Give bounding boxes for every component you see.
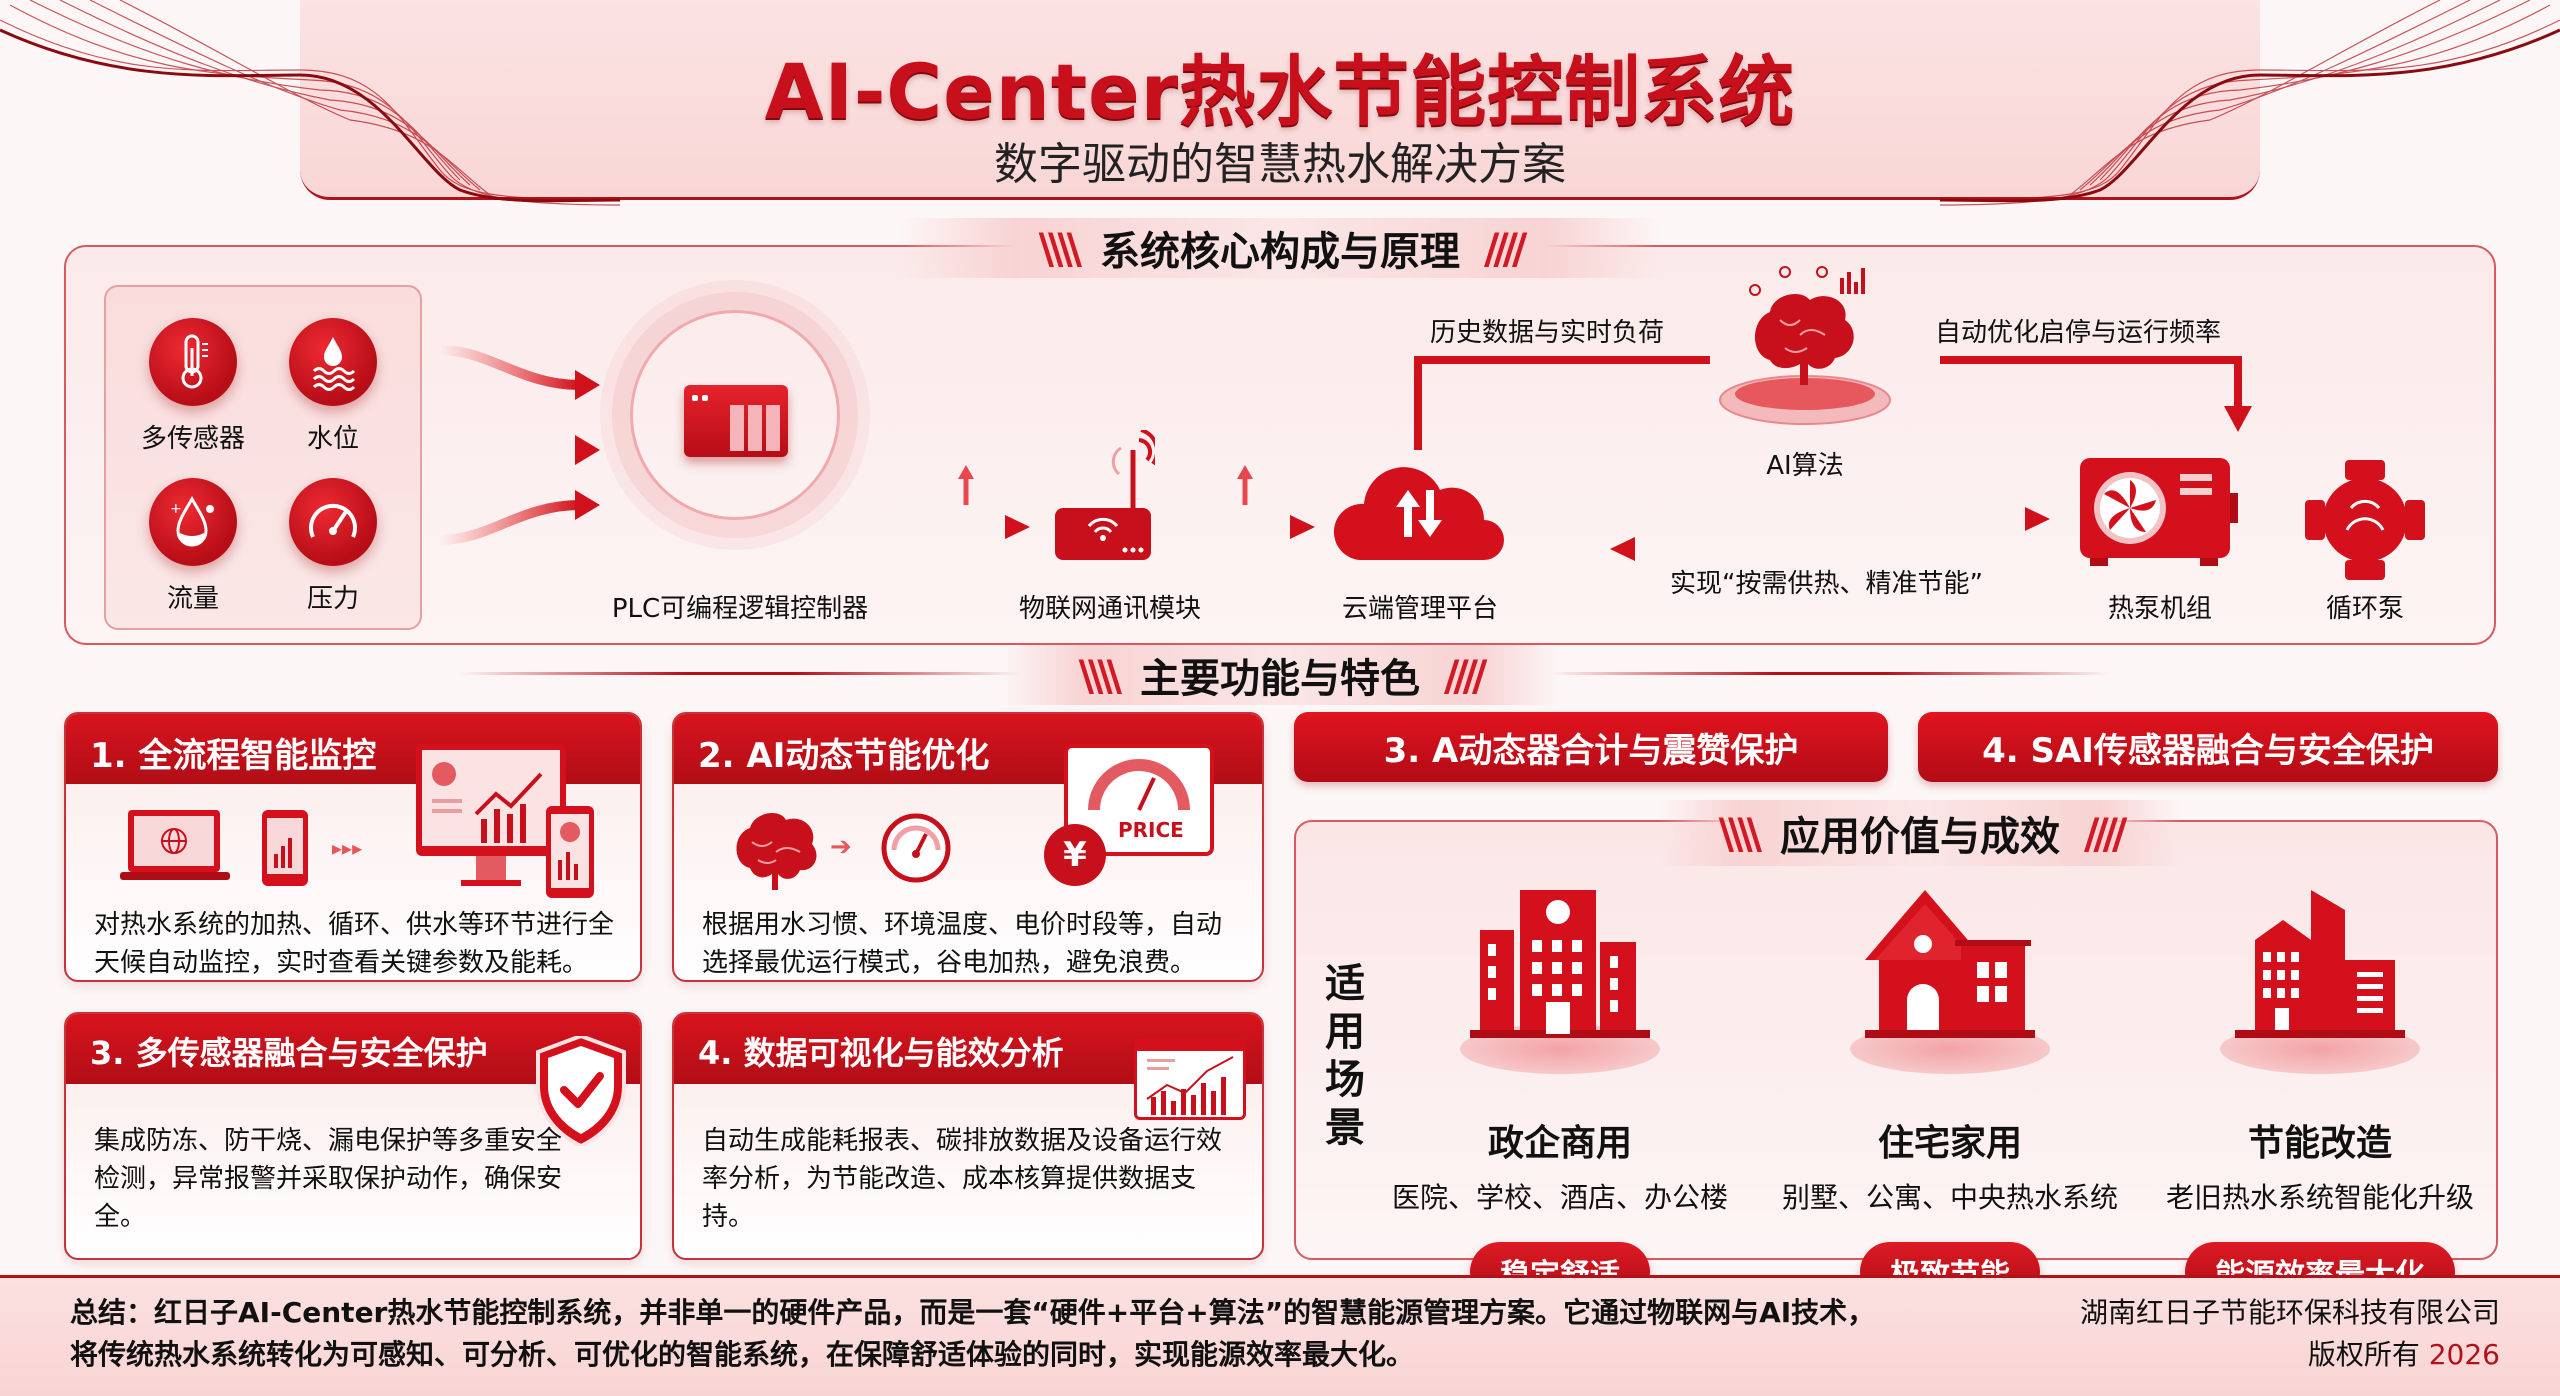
- card-description: 根据用水习惯、环境温度、电价时段等，自动选择最优运行模式，谷电加热，避免浪费。: [702, 910, 1223, 978]
- card-description: 集成防冻、防干烧、漏电保护等多重安全检测，异常报警并采取保护动作，确保安全。: [94, 1126, 563, 1232]
- plc-label: PLC可编程逻辑控制器: [611, 594, 869, 624]
- slash-decoration-icon: \\\\: [1078, 650, 1122, 700]
- cloud-to-ai-connector: [1414, 356, 1710, 450]
- company-name: 湖南红日子节能环保科技有限公司: [2079, 1296, 2500, 1329]
- arrow-right-icon: ➔: [830, 832, 852, 862]
- ai-label: AI算法: [1766, 451, 1844, 481]
- pressure-gauge-icon: [289, 478, 377, 566]
- card-description: 自动生成能耗报表、碳排放数据及设备运行效率分析，为节能改造、成本核算提供数据支持…: [702, 1126, 1223, 1232]
- circulation-pump-icon: [2305, 460, 2425, 580]
- page-subtitle: 数字驱动的智慧热水解决方案: [994, 139, 1566, 190]
- from-ai-flow-label: 自动优化启停与运行频率: [1935, 318, 2222, 348]
- sensor-multi: 多传感器: [128, 318, 258, 455]
- header-banner: [300, 0, 2260, 200]
- shield-check-icon: [536, 1033, 626, 1150]
- iot-gateway-icon: [1055, 428, 1160, 565]
- feature-tab-4[interactable]: 4. SAI传感器融合与安全保护: [1918, 712, 2498, 782]
- plc-ring: [630, 310, 840, 520]
- applicable-scenarios-label: 适用场景: [1325, 961, 1365, 1151]
- ai-to-heatpump-arrow: [1940, 356, 2252, 432]
- laptop-icon: [120, 810, 230, 894]
- plc-controller-icon: [684, 385, 788, 457]
- retrofit-building-icon: [2140, 890, 2500, 1044]
- cloud-platform-icon: [1330, 455, 1510, 565]
- cloud-label: 云端管理平台: [1341, 594, 1498, 624]
- water-level-icon: [289, 318, 377, 406]
- core-components-panel: [64, 245, 2496, 645]
- scene-retrofit: 节能改造 老旧热水系统智能化升级 能源效率最大化: [2140, 890, 2500, 1302]
- sensor-to-plc-arrows: [439, 345, 600, 545]
- feature-card-monitoring: 1. 全流程智能监控 ▸▸▸ 对热水系统的加热、循环、供水等环节进行全天候自动监…: [64, 712, 642, 982]
- slash-decoration-icon: ////: [1444, 650, 1487, 700]
- phone-icon: [262, 810, 308, 890]
- footer-band: [0, 1275, 2560, 1396]
- divider-line: [460, 672, 1020, 675]
- scene-residential: 住宅家用 别墅、公寓、中央热水系统 极致节能: [1770, 890, 2130, 1302]
- copyright: 版权所有 2026: [2307, 1338, 2500, 1371]
- application-section-heading: \\\\ 应用价值与成效 ////: [1660, 800, 2180, 866]
- office-building-icon: [1380, 890, 1740, 1044]
- svg-text:+: +: [170, 501, 182, 517]
- dashboard-monitor-icon: [416, 744, 616, 908]
- gauge-icon: [878, 810, 954, 890]
- circulation-pump-label: 循环泵: [2325, 594, 2404, 624]
- page-title: AI-Center热水节能控制系统: [764, 47, 1796, 136]
- iot-label: 物联网通讯模块: [1018, 594, 1201, 624]
- sensor-pressure: 压力: [268, 478, 398, 615]
- feature-card-ai-optimization: 2. AI动态节能优化 ➔ PRICE ¥ 根据用水习惯、环境温度、电价时段等，…: [672, 712, 1264, 982]
- summary-text: 总结：红日子AI-Center热水节能控制系统，并非单一的硬件产品，而是一套“硬…: [70, 1296, 1876, 1371]
- divider-line: [1550, 672, 2110, 675]
- feature-tab-3[interactable]: 3. A动态器合计与震赞保护: [1294, 712, 1888, 782]
- slash-decoration-icon: ////: [1484, 223, 1527, 273]
- slash-decoration-icon: ////: [2084, 808, 2127, 858]
- currency-yuan-icon: ¥: [1044, 824, 1106, 886]
- to-ai-flow-label: 历史数据与实时负荷: [1430, 318, 1665, 348]
- feature-card-visualization: 4. 数据可视化与能效分析 自动生成能耗报表、碳排放数据及设备运行效率分析，为节…: [672, 1012, 1264, 1260]
- bidirectional-flow-label: 实现“按需供热、精准节能”: [1670, 569, 1983, 599]
- brain-icon: [730, 808, 820, 896]
- forward-arrows-icon: ▸▸▸: [332, 836, 363, 860]
- decorative-wave-right: [1940, 0, 2560, 206]
- plc-to-iot-arrow: [900, 465, 1030, 539]
- scene-government-commercial: 政企商用 医院、学校、酒店、办公楼 稳定舒适: [1380, 890, 1740, 1302]
- heat-pump-label: 热泵机组: [2107, 594, 2212, 624]
- ai-brain-icon: [1700, 260, 1910, 430]
- feature-card-safety: 3. 多传感器融合与安全保护 集成防冻、防干烧、漏电保护等多重安全检测，异常报警…: [64, 1012, 642, 1260]
- analytics-chart-icon: [1134, 1038, 1246, 1120]
- flow-drop-icon: +: [149, 478, 237, 566]
- slash-decoration-icon: \\\\: [1718, 808, 1762, 858]
- company-info: 湖南红日子节能环保科技有限公司 版权所有 2026: [2080, 1292, 2500, 1376]
- decorative-wave-left: [0, 0, 620, 206]
- sensor-flow: + 流量: [128, 478, 258, 615]
- sensor-water-level: 水位: [268, 318, 398, 455]
- house-icon: [1770, 890, 2130, 1044]
- heat-pump-icon: [2080, 458, 2240, 568]
- core-section-heading: \\\\ 系统核心构成与原理 ////: [900, 218, 1660, 278]
- thermometer-icon: [149, 318, 237, 406]
- iot-to-cloud-arrow: [1185, 465, 1315, 539]
- features-section-heading: \\\\ 主要功能与特色 ////: [1000, 645, 1560, 705]
- bidirectional-arrows: [1610, 507, 2050, 561]
- card-description: 对热水系统的加热、循环、供水等环节进行全天候自动监控，实时查看关键参数及能耗。: [94, 910, 615, 978]
- slash-decoration-icon: \\\\: [1038, 223, 1082, 273]
